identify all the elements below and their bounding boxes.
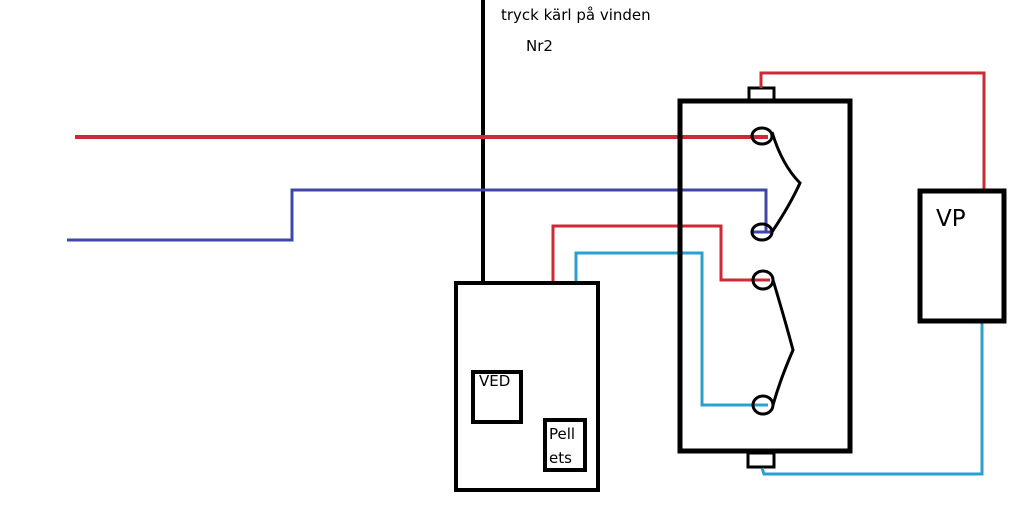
pellets-label-line1: Pell [549,425,576,443]
boiler-supply-line [551,224,770,282]
incoming-return-line [67,188,768,242]
wood-box [471,370,523,424]
tank-bottom-connector [746,451,776,469]
tank-top-connector [747,86,776,102]
heat-pump [917,188,1007,324]
pellets-box [543,418,587,472]
heat-pump-return-line [760,322,984,476]
diagram-number: Nr2 [526,37,553,55]
boiler-return-line [574,251,768,407]
lower-coil [771,279,795,406]
pellets-label-line2: ets [549,449,572,467]
heat-pump-supply-line [759,71,986,191]
storage-tank [677,98,853,454]
boiler [454,281,600,492]
diagram-title: tryck kärl på vinden [501,6,651,24]
upper-coil [770,131,802,233]
wood-label: VED [479,372,511,390]
heat-pump-label: VP [936,206,966,232]
pellets-label: Pell ets [549,422,587,470]
